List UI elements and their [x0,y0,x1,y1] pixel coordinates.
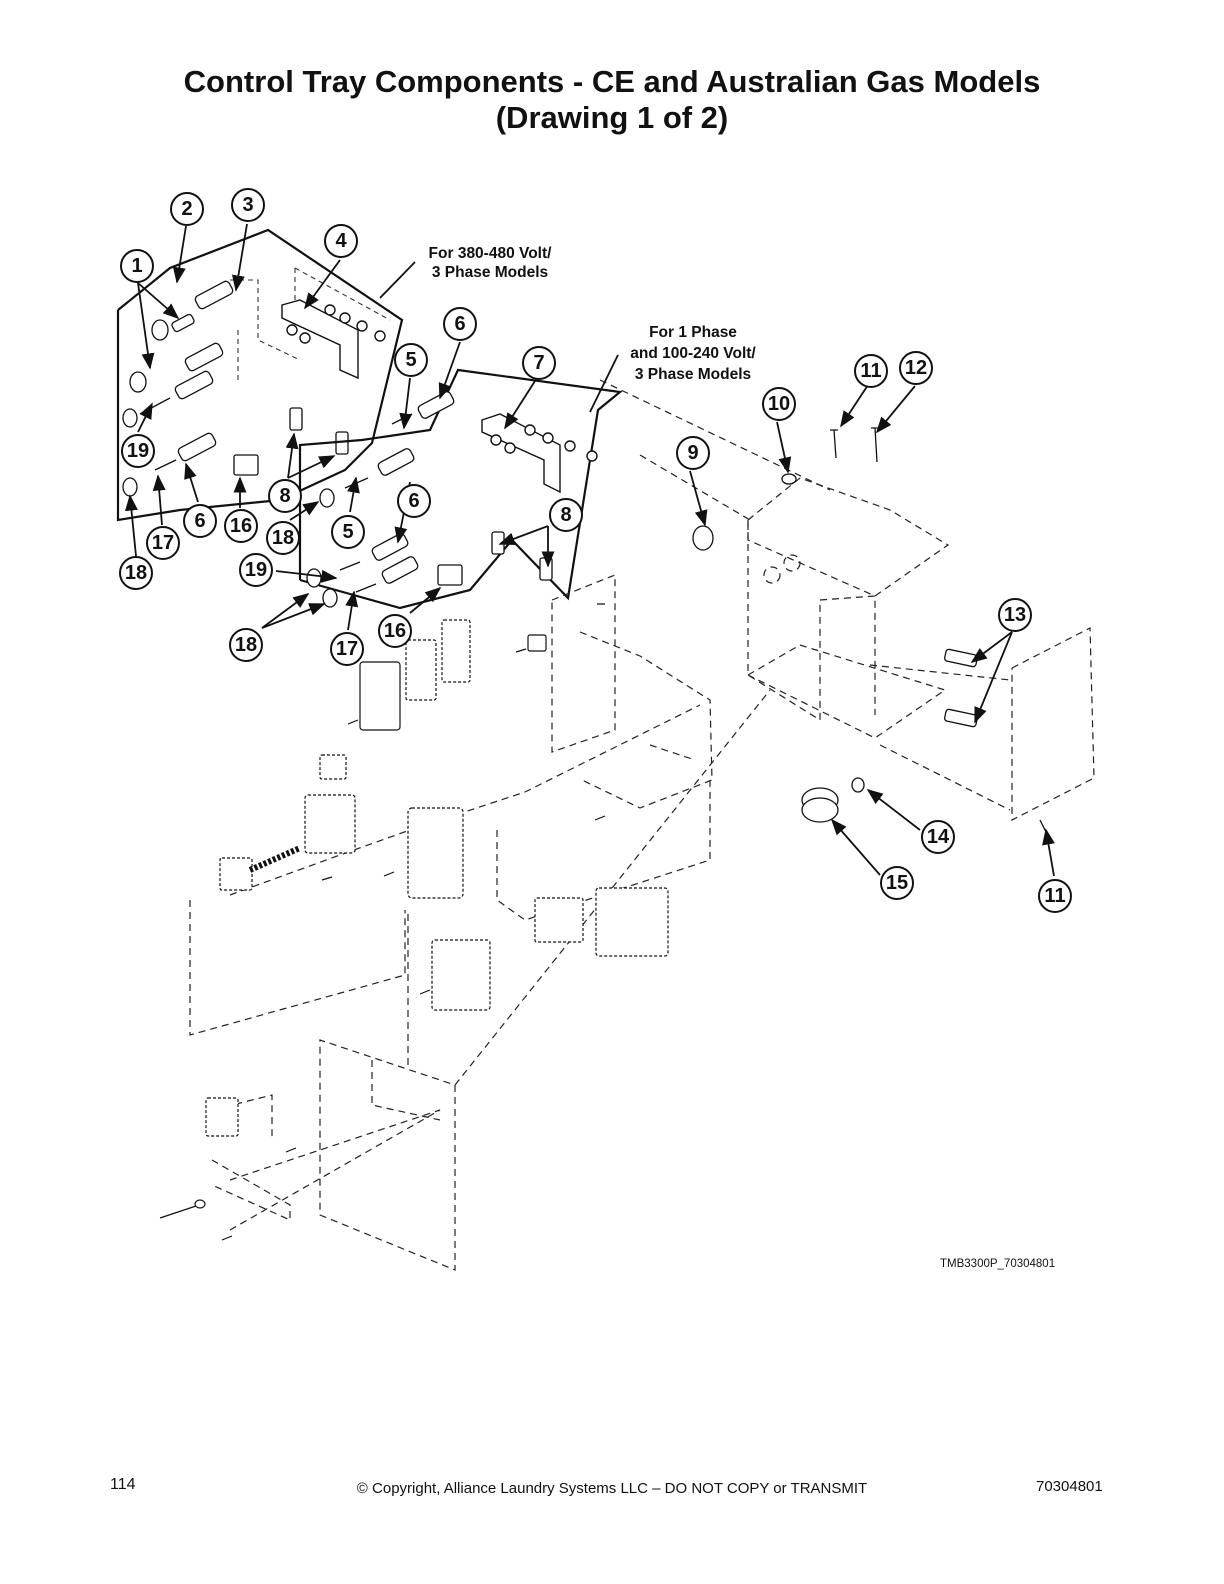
callout-8: 8 [549,498,583,532]
page-number: 114 [110,1476,136,1493]
callout-11: 11 [854,354,888,388]
page-title: Control Tray Components - CE and Austral… [183,64,1041,99]
callout-13: 13 [998,598,1032,632]
document-number: 70304801 [1036,1478,1103,1495]
note-1-phase: For 1 Phase and 100-240 Volt/ 3 Phase Mo… [608,322,778,385]
callout-17: 17 [330,632,364,666]
page-subtitle: (Drawing 1 of 2) [495,100,729,135]
lower-components [159,603,669,1241]
copyright-notice: © Copyright, Alliance Laundry Systems LL… [356,1480,868,1497]
note-line: 3 Phase Models [431,264,549,281]
panel-b-outline [298,368,623,610]
callout-5: 5 [394,343,428,377]
panel-a-outline [116,228,404,522]
note-leader-lines [379,261,619,413]
callout-5: 5 [331,515,365,549]
callout-18: 18 [229,628,263,662]
callout-6: 6 [443,307,477,341]
callout-6: 6 [397,484,431,518]
callout-14: 14 [921,820,955,854]
callout-4: 4 [324,224,358,258]
control-box [599,379,950,739]
panel-a-components [122,280,349,497]
note-380-480-volt: For 380-480 Volt/ 3 Phase Models [405,244,575,282]
callout-2: 2 [170,192,204,226]
callout-18: 18 [119,556,153,590]
callout-16: 16 [378,614,412,648]
callout-6: 6 [183,504,217,538]
note-line: 3 Phase Models [634,366,752,383]
lower-assembly [189,574,771,1271]
callout-17: 17 [146,526,180,560]
right-small-parts [692,427,1047,833]
panel-a-mounting-bracket [281,299,386,380]
rear-cover [869,627,1095,821]
callout-3: 3 [231,188,265,222]
callout-18: 18 [266,521,300,555]
callout-7: 7 [522,346,556,380]
callout-16: 16 [224,509,258,543]
note-line: and 100-240 Volt/ [630,345,756,362]
callout-19: 19 [121,434,155,468]
callout-12: 12 [899,351,933,385]
callout-15: 15 [880,866,914,900]
callout-9: 9 [676,436,710,470]
callout-19: 19 [239,553,273,587]
leader-arrows [125,223,1055,877]
callout-8: 8 [268,479,302,513]
drawing-code: TMB3300P_70304801 [940,1258,1056,1270]
callout-11: 11 [1038,879,1072,913]
callout-1: 1 [120,249,154,283]
note-line: For 380-480 Volt/ [428,245,552,262]
note-line: For 1 Phase [649,324,737,341]
panel-b-mounting-bracket [481,413,598,494]
callout-10: 10 [762,387,796,421]
